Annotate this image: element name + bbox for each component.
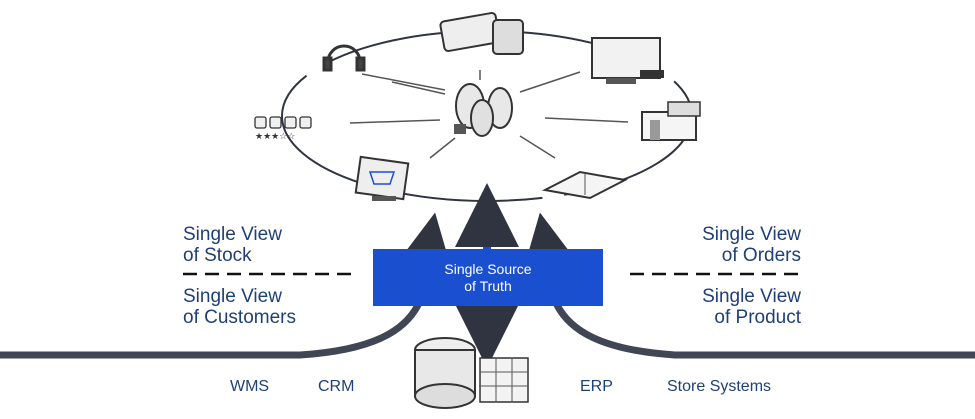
label-stock: Single View of Stock [183, 224, 282, 266]
label-customers-line1: Single View [183, 286, 282, 307]
system-erp: ERP [580, 378, 613, 395]
book-icon [541, 170, 629, 200]
label-orders: Single View of Orders [702, 224, 801, 266]
svg-text:★★★☆☆: ★★★☆☆ [255, 131, 295, 141]
label-stock-line2: of Stock [183, 245, 252, 266]
base-curve-right [522, 212, 975, 359]
label-customers: Single View of Customers [183, 286, 296, 328]
spokes [349, 70, 629, 159]
base-curve-left [0, 212, 453, 359]
single-source-line2: of Truth [464, 277, 512, 294]
headset-icon [322, 44, 366, 72]
label-product-line2: of Product [714, 307, 801, 328]
single-source-box: Single Source of Truth [373, 249, 603, 306]
tv-icon [591, 37, 664, 84]
computer-cart-icon [354, 155, 410, 201]
single-source-line1: Single Source [444, 260, 532, 277]
database-icon [414, 337, 529, 409]
store-icon [641, 101, 701, 141]
label-customers-line2: of Customers [183, 307, 296, 328]
social-icon: ★★★☆☆ [254, 116, 312, 141]
people-icon [454, 83, 513, 137]
label-stock-line1: Single View [183, 224, 282, 245]
tablet-icon [439, 11, 524, 55]
label-orders-line1: Single View [702, 224, 801, 245]
system-crm: CRM [318, 378, 355, 395]
system-wms: WMS [230, 378, 270, 395]
system-store: Store Systems [667, 378, 772, 395]
label-orders-line2: of Orders [721, 245, 801, 266]
label-product-line1: Single View [702, 286, 801, 307]
label-product: Single View of Product [702, 286, 801, 328]
